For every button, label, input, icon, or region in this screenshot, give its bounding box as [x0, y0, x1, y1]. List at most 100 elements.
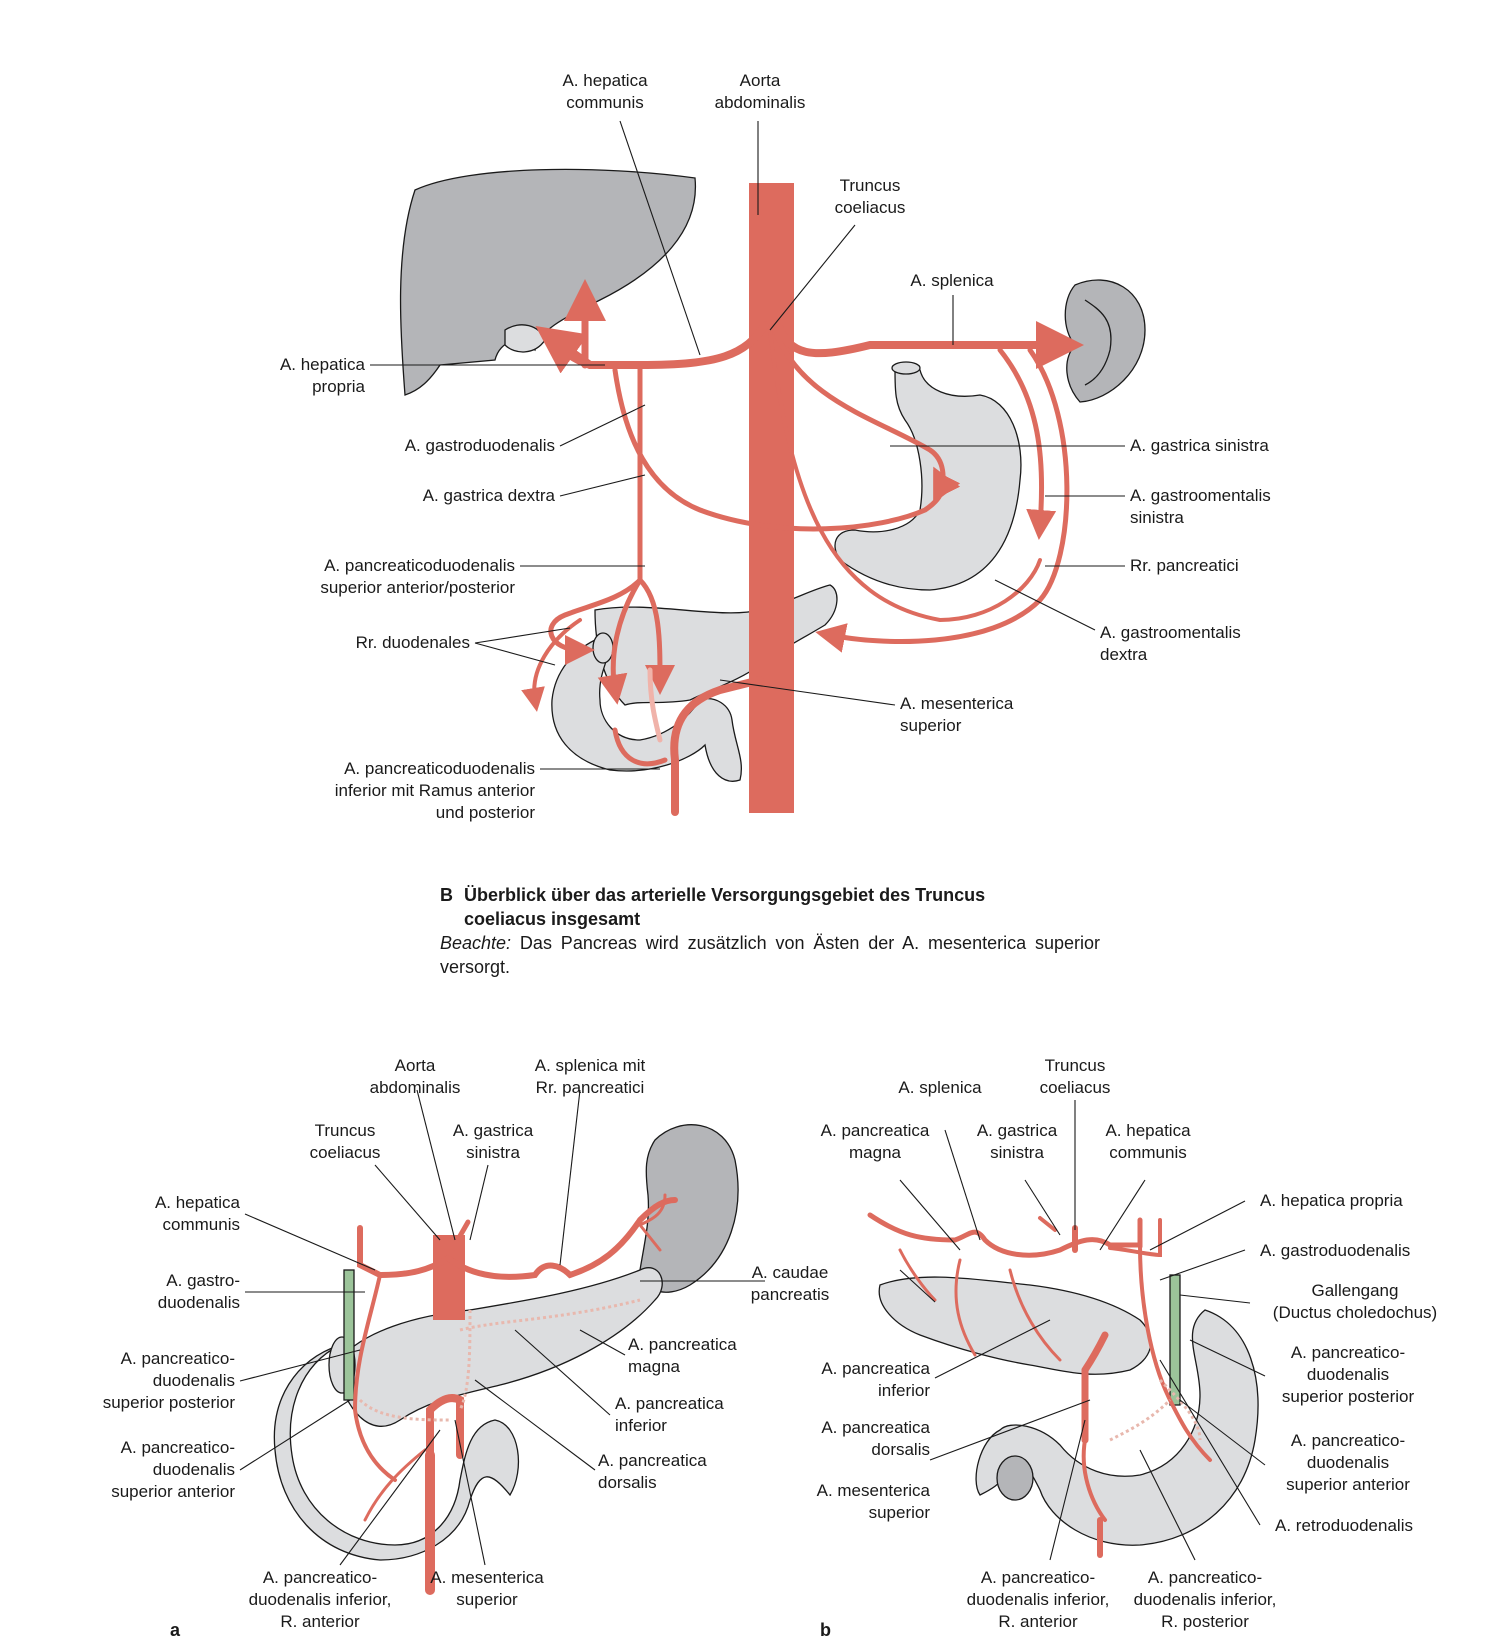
label-line: A. gastrica [452, 1121, 534, 1140]
label-line: superior anterior [1286, 1475, 1410, 1494]
label-line: superior [868, 1503, 930, 1522]
label-a-aorta: Aorta abdominalis [370, 1055, 461, 1099]
caption-title-line1: Überblick über das arterielle Versorgung… [464, 885, 986, 905]
label-line: A. mesenterica [816, 1481, 930, 1500]
label-line: A. hepatica [279, 355, 365, 374]
label-line: pancreatis [750, 1285, 830, 1304]
label-line: R. anterior [998, 1612, 1078, 1631]
label-line: A. pancreatico- [1290, 1431, 1406, 1450]
label-b-pd-sup-post: A. pancreatico- duodenalis superior post… [1282, 1342, 1414, 1408]
label-line: und posterior [435, 803, 535, 822]
panel-b-figure [878, 1274, 1259, 1546]
label-line: Gallengang [1311, 1281, 1399, 1300]
label-line: A. gastro- [166, 1271, 240, 1290]
leader-lines [239, 120, 1266, 1566]
caption-note-label: Beachte: [440, 933, 512, 953]
panel-b-arteries [867, 1212, 1212, 1558]
label-line: A. pancreaticoduodenalis [344, 759, 535, 778]
label-b-splenica: A. splenica [898, 1078, 982, 1097]
label-a-splenica: A. splenica mit Rr. pancreatici [535, 1055, 646, 1099]
label-pd-inferior-top: A. pancreaticoduodenalis inferior mit Ra… [335, 758, 535, 824]
label-line: A. caudae [751, 1263, 829, 1282]
label-b-pd-inf-post: A. pancreatico- duodenalis inferior, R. … [1134, 1567, 1277, 1633]
label-b-mesenterica: A. mesenterica superior [817, 1480, 930, 1524]
label-line: A. gastroomentalis [1100, 623, 1241, 642]
label-line: A. hepatica [562, 71, 648, 90]
label-line: A. pancreatico- [262, 1568, 378, 1587]
label-hepatica-communis-top: A. hepatica communis [562, 70, 647, 114]
label-line: A. pancreatico- [1147, 1568, 1263, 1587]
panel-letter-b: b [820, 1620, 831, 1640]
label-line: propria [312, 377, 365, 396]
label-line: duodenalis [152, 1460, 235, 1479]
label-b-gastroduodenalis: A. gastroduodenalis [1260, 1241, 1411, 1260]
label-rr-pancreatici-top: Rr. pancreatici [1130, 556, 1239, 575]
label-line: sinistra [990, 1143, 1044, 1162]
label-line: A. pancreatica [598, 1451, 707, 1470]
label-line: A. pancreatico- [120, 1349, 235, 1368]
label-a-pancreatica-dorsalis: A. pancreatica dorsalis [598, 1450, 707, 1494]
caption-note-text: Das Pancreas wird zusätzlich von Ästen d… [440, 933, 1100, 977]
label-line: Truncus [839, 176, 901, 195]
label-b-pancreatica-dorsalis: A. pancreatica dorsalis [821, 1417, 930, 1461]
label-gastroomentalis-sinistra-top: A. gastroomentalis sinistra [1130, 485, 1271, 529]
panel-a-arteries [352, 1193, 678, 1595]
label-b-hepatica-communis: A. hepatica communis [1105, 1120, 1190, 1164]
spleen-a [639, 1124, 739, 1293]
panel-a-figure [273, 1124, 739, 1561]
label-line: abdominalis [714, 93, 806, 112]
label-line: (Ductus choledochus) [1272, 1303, 1438, 1322]
label-line: Aorta [394, 1056, 436, 1075]
label-line: A. pancreatico- [1290, 1343, 1406, 1362]
label-line: communis [162, 1215, 240, 1234]
label-line: Truncus [1044, 1056, 1106, 1075]
label-caudae-pancreatis: A. caudae pancreatis [751, 1262, 829, 1306]
label-b-hepatica-propria: A. hepatica propria [1260, 1191, 1403, 1210]
label-line: A. pancreatico- [980, 1568, 1096, 1587]
label-line: sinistra [1130, 508, 1184, 527]
label-line: dorsalis [598, 1473, 657, 1492]
label-b-pancreatica-magna: A. pancreatica magna [821, 1120, 930, 1164]
label-line: magna [628, 1357, 680, 1376]
label-a-hepatica-communis: A. hepatica communis [155, 1192, 240, 1236]
label-line: superior anterior/posterior [320, 578, 515, 597]
label-line: coeliacus [309, 1143, 381, 1162]
panel-b-dotted [1109, 1378, 1202, 1442]
panel-letter-a: a [170, 1620, 181, 1640]
label-line: A. pancreatica [615, 1394, 724, 1413]
aorta-a [433, 1235, 465, 1320]
label-line: A. mesenterica [900, 694, 1014, 713]
label-line: magna [849, 1143, 901, 1162]
label-a-gastroduodenalis: A. gastro- duodenalis [158, 1270, 240, 1314]
label-line: superior [900, 716, 962, 735]
label-line: A. hepatica [1105, 1121, 1191, 1140]
spleen [1064, 279, 1146, 403]
label-line: Truncus [314, 1121, 376, 1140]
label-line: abdominalis [369, 1078, 461, 1097]
label-a-pd-inf: A. pancreatico- duodenalis inferior, R. … [249, 1567, 392, 1633]
panel-a-dotted [358, 1298, 641, 1422]
label-b-gastrica-sinistra: A. gastrica sinistra [977, 1120, 1057, 1164]
bile-duct-a [343, 1269, 355, 1401]
label-line: inferior [878, 1381, 930, 1400]
label-line: A. mesenterica [430, 1568, 544, 1587]
label-line: A. pancreatica [821, 1418, 930, 1437]
label-line: superior posterior [1281, 1387, 1415, 1406]
label-a-pancreatica-inferior: A. pancreatica inferior [615, 1393, 724, 1437]
label-line: A. pancreatica [628, 1335, 737, 1354]
label-rr-duodenales-top: Rr. duodenales [355, 633, 470, 652]
label-line: communis [1109, 1143, 1187, 1162]
label-line: A. pancreatica [820, 1121, 930, 1140]
label-b-pd-inf-ant: A. pancreatico- duodenalis inferior, R. … [967, 1567, 1110, 1633]
label-line: R. posterior [1161, 1612, 1249, 1631]
label-line: duodenalis [157, 1293, 240, 1312]
label-line: duodenalis inferior, [1133, 1590, 1277, 1609]
label-gastroduodenalis-top: A. gastroduodenalis [404, 436, 555, 455]
label-line: duodenalis [1306, 1365, 1390, 1384]
label-pd-superior-top: A. pancreaticoduodenalis superior anteri… [320, 555, 515, 599]
label-line: duodenalis [1306, 1453, 1390, 1472]
label-line: communis [566, 93, 644, 112]
label-b-truncus: Truncus coeliacus [1040, 1055, 1111, 1099]
